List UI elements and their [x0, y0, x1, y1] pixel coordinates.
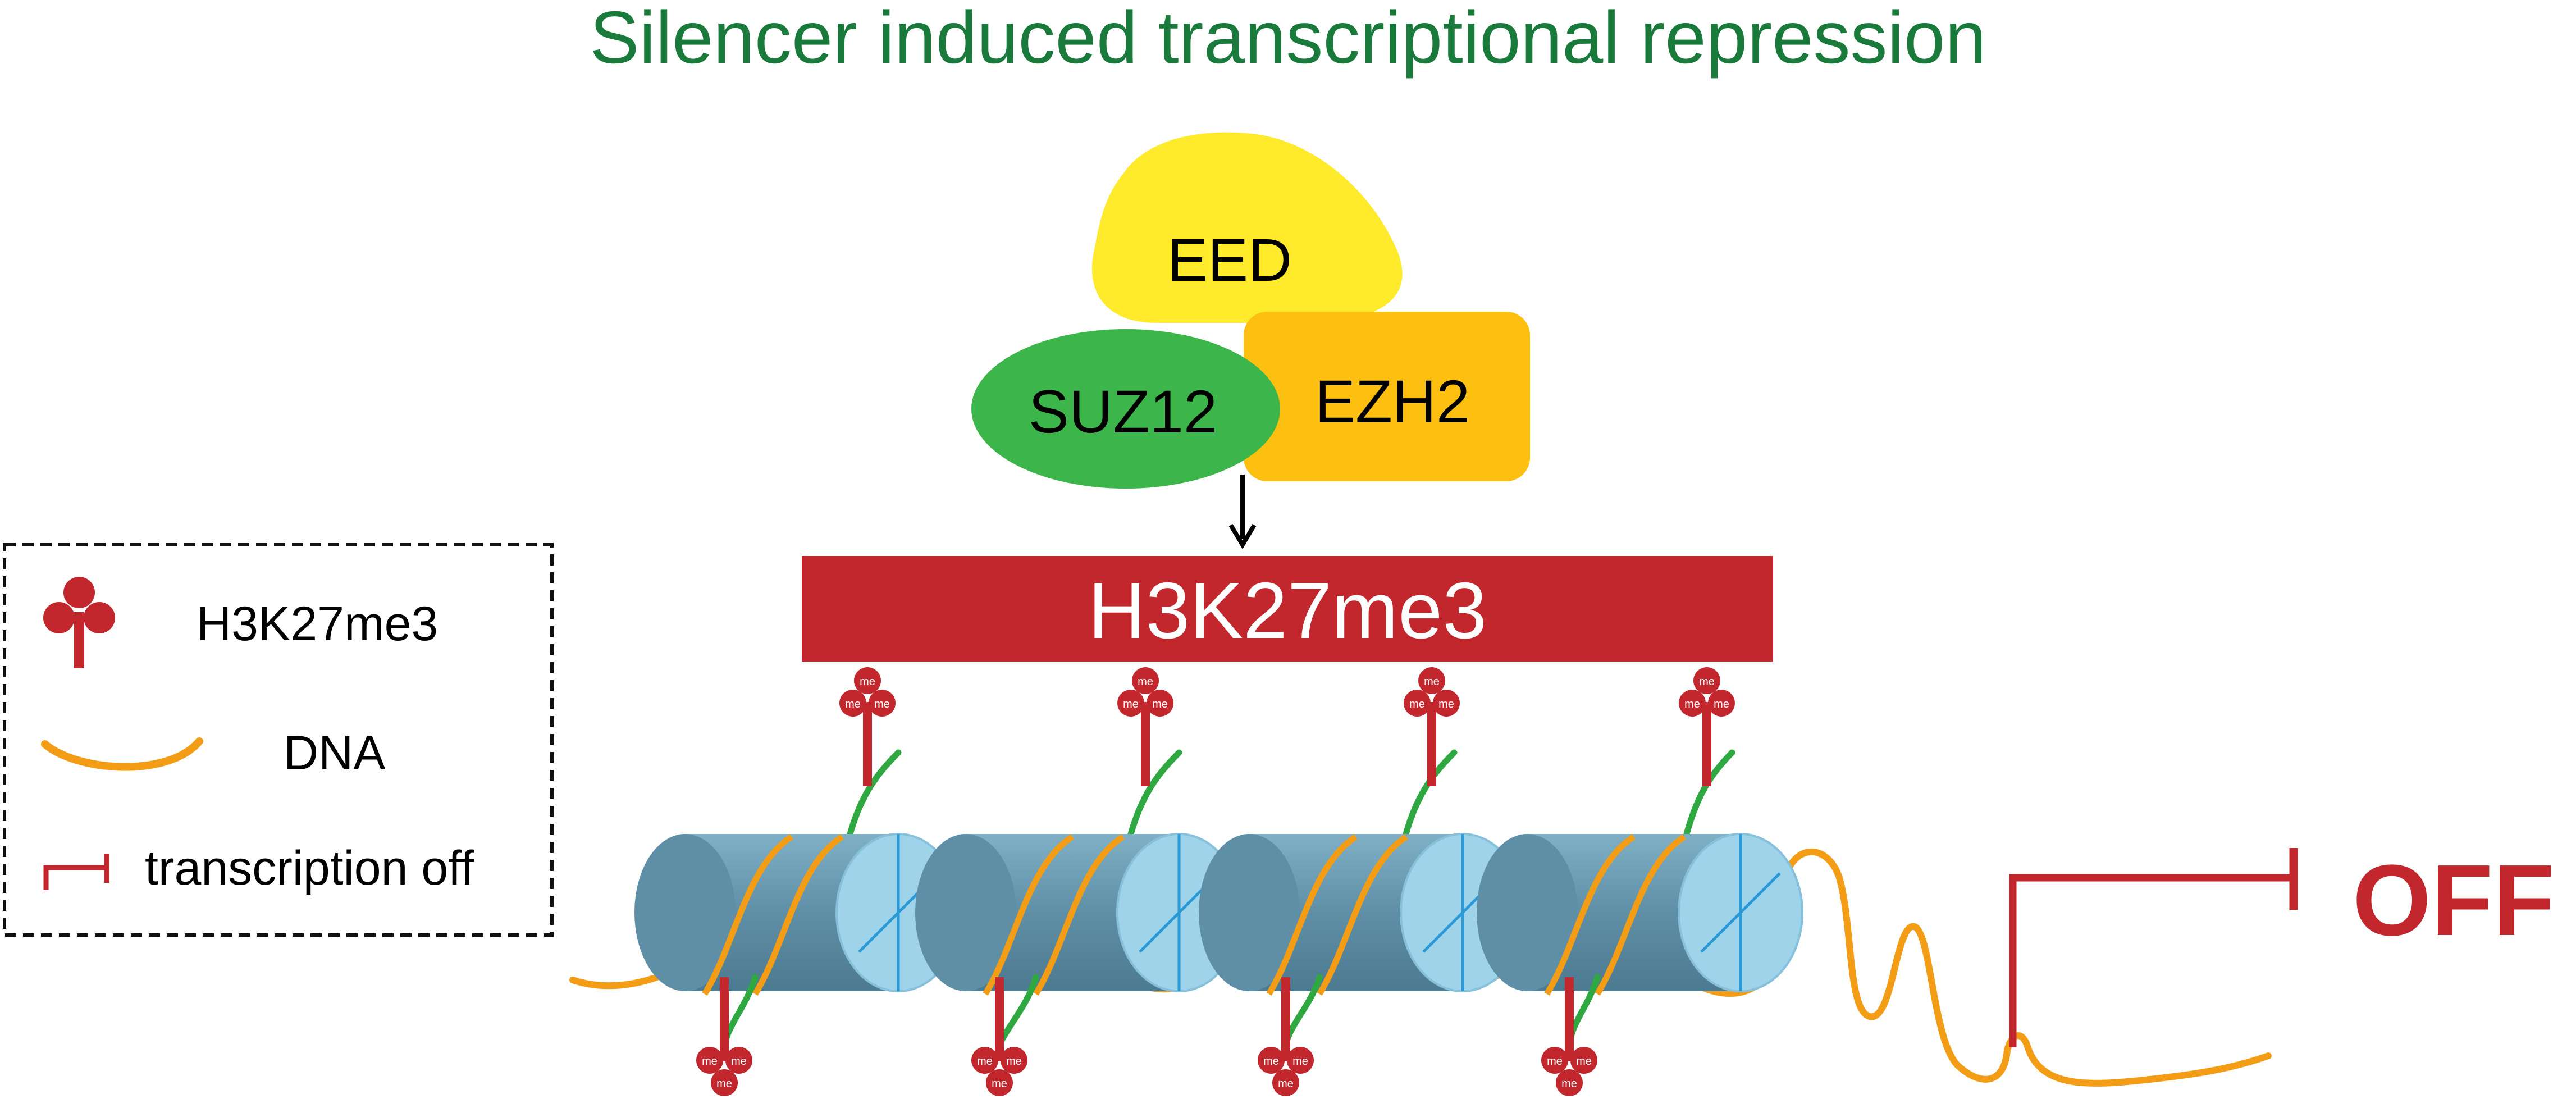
legend-transcription-label: transcription off — [145, 841, 474, 895]
down-arrow-icon — [1228, 475, 1257, 549]
diagram-title: Silencer induced transcriptional repress… — [590, 0, 1986, 79]
histone-tail — [1125, 749, 1182, 846]
histone-tail — [844, 749, 902, 846]
h3k27me3-bar — [802, 556, 1773, 662]
legend-dna-label: DNA — [284, 726, 386, 780]
dna-wrap — [1595, 834, 1686, 996]
legend-mark-label: H3K27me3 — [197, 597, 438, 651]
dna-icon — [41, 737, 203, 771]
prc2-complex: EED EZH2 SUZ12 — [971, 132, 1530, 549]
eed-label: EED — [1167, 226, 1292, 294]
nucleosome-2 — [915, 667, 1242, 1096]
transcription-off-arrow — [2009, 848, 2298, 1047]
nucleosome-1 — [634, 667, 961, 1096]
histone-tail — [1681, 749, 1735, 846]
dna-wrap — [1266, 834, 1358, 996]
ezh2-shape — [1244, 312, 1530, 481]
h3k27me3-bar-label: H3K27me3 — [1088, 566, 1487, 655]
legend: H3K27me3 DNA transcription off — [3, 543, 554, 937]
ezh2-label: EZH2 — [1315, 367, 1470, 435]
dna-wrap — [752, 834, 844, 996]
suz12-shape — [971, 329, 1280, 489]
nucleosome-4 — [1477, 667, 1803, 1096]
transcription-off-icon — [43, 854, 109, 890]
eed-shape — [1091, 132, 1403, 323]
dna-wrap — [1033, 834, 1125, 996]
dna-wrap — [702, 834, 793, 996]
nucleosome-3 — [1199, 667, 1525, 1096]
off-label: OFF — [2353, 844, 2555, 957]
dna-wrap — [1544, 834, 1636, 996]
h3k27me3-mark-icon — [43, 577, 115, 668]
dna-wrap — [983, 834, 1074, 996]
dna-wrap — [1317, 834, 1408, 996]
histone-tail — [1400, 749, 1458, 846]
suz12-label: SUZ12 — [1029, 377, 1217, 445]
